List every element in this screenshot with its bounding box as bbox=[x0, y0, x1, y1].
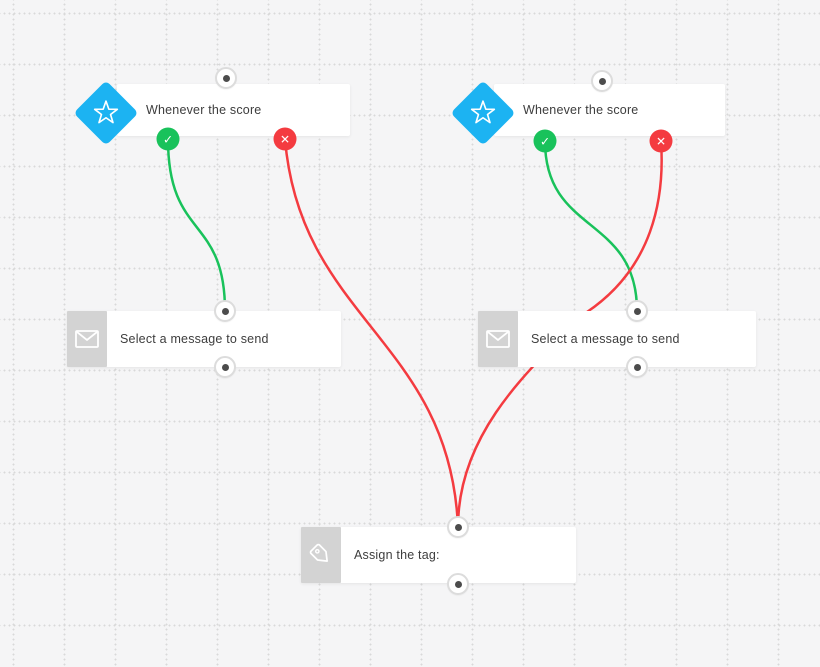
check-icon: ✓ bbox=[539, 134, 551, 148]
port-trigger-left-top[interactable] bbox=[215, 67, 237, 89]
message-card[interactable]: Select a message to send bbox=[67, 311, 341, 367]
trigger-card[interactable]: Whenever the score bbox=[494, 84, 725, 136]
port-tag-top[interactable] bbox=[447, 516, 469, 538]
port-dot bbox=[454, 580, 462, 588]
envelope-icon bbox=[75, 330, 99, 348]
trigger-diamond[interactable] bbox=[73, 80, 139, 146]
tag-icon-tile bbox=[301, 527, 341, 583]
star-icon bbox=[93, 100, 119, 124]
x-icon: ✕ bbox=[655, 134, 667, 148]
node-label: Whenever the score bbox=[523, 103, 639, 117]
port-trigger-right-top[interactable] bbox=[591, 70, 613, 92]
message-icon-tile bbox=[478, 311, 518, 367]
port-dot bbox=[633, 307, 641, 315]
message-icon-tile bbox=[67, 311, 107, 367]
node-label: Assign the tag: bbox=[354, 548, 440, 562]
star-icon bbox=[470, 100, 496, 124]
no-badge-left[interactable]: ✕ bbox=[273, 127, 297, 151]
tag-card[interactable]: Assign the tag: bbox=[301, 527, 576, 583]
x-icon: ✕ bbox=[279, 132, 291, 146]
node-label: Select a message to send bbox=[120, 332, 269, 346]
trigger-diamond[interactable] bbox=[450, 80, 516, 146]
port-dot bbox=[454, 523, 462, 531]
edge-yes-right[interactable] bbox=[543, 139, 639, 313]
yes-badge-left[interactable]: ✓ bbox=[156, 127, 180, 151]
no-badge-right[interactable]: ✕ bbox=[649, 129, 673, 153]
tag-icon bbox=[309, 543, 328, 562]
port-dot bbox=[221, 307, 229, 315]
port-dot bbox=[633, 363, 641, 371]
envelope-icon bbox=[486, 330, 510, 348]
port-tag-bottom[interactable] bbox=[447, 573, 469, 595]
port-message-left-bottom[interactable] bbox=[214, 356, 236, 378]
yes-badge-right[interactable]: ✓ bbox=[533, 129, 557, 153]
port-dot bbox=[222, 74, 230, 82]
port-dot bbox=[598, 77, 606, 85]
trigger-card[interactable]: Whenever the score bbox=[117, 84, 350, 136]
edge-yes-left[interactable] bbox=[166, 137, 227, 313]
node-label: Whenever the score bbox=[146, 103, 262, 117]
check-icon: ✓ bbox=[162, 132, 174, 146]
edge-no-left[interactable] bbox=[283, 137, 460, 529]
message-card[interactable]: Select a message to send bbox=[478, 311, 756, 367]
port-dot bbox=[221, 363, 229, 371]
port-message-right-bottom[interactable] bbox=[626, 356, 648, 378]
port-message-right-top[interactable] bbox=[626, 300, 648, 322]
node-label: Select a message to send bbox=[531, 332, 680, 346]
port-message-left-top[interactable] bbox=[214, 300, 236, 322]
